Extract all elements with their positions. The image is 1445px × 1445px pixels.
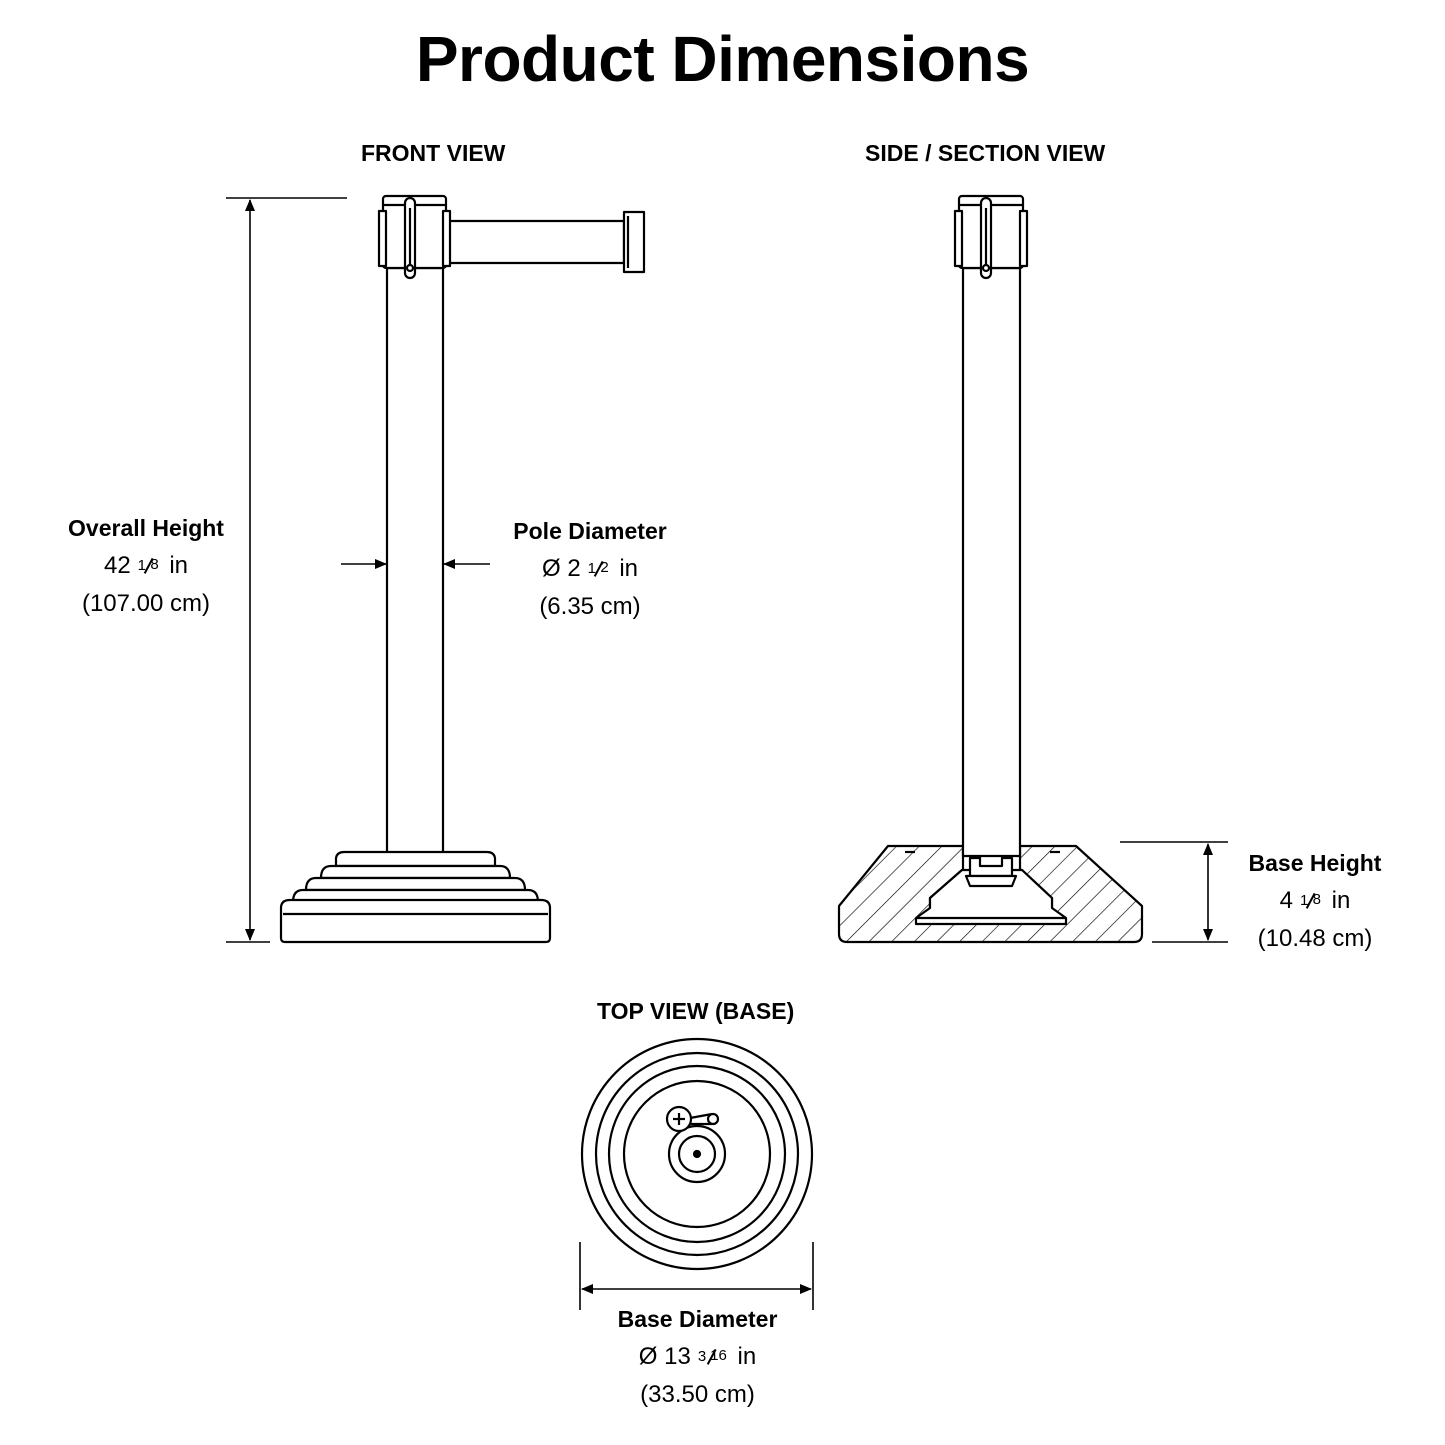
base-height-label: Base Height [1248, 850, 1382, 876]
overall-height-metric: (107.00 cm) [81, 590, 211, 617]
base-diameter-whole: 13 [664, 1343, 691, 1370]
base-tier-1 [334, 850, 497, 868]
page-title: Product Dimensions [415, 23, 1030, 95]
overall-height-unit: in [169, 552, 189, 579]
side-post [961, 266, 1022, 858]
base-bottom [279, 898, 552, 944]
base-diameter-metric: (33.50 cm) [640, 1381, 755, 1408]
top-view-base [580, 1037, 814, 1271]
pole-diameter-label: Pole Diameter [513, 518, 667, 544]
base-diameter-unit: in [737, 1343, 757, 1370]
pole-diameter-unit: in [619, 555, 639, 582]
front-post [385, 266, 445, 855]
base-diameter-label: Base Diameter [617, 1306, 778, 1332]
diameter-symbol: Ø [541, 555, 561, 582]
front-view-label: FRONT VIEW [361, 140, 506, 166]
base-height-unit: in [1331, 887, 1351, 914]
side-view-stanchion [837, 194, 1144, 944]
top-view-label: TOP VIEW (BASE) [597, 998, 795, 1024]
base-height-metric: (10.48 cm) [1257, 925, 1373, 952]
pole-diameter-whole: 2 [567, 555, 581, 582]
front-view-stanchion [279, 194, 646, 944]
base-tier-2 [319, 864, 512, 880]
overall-height-label: Overall Height [68, 515, 224, 541]
belt-tape [444, 219, 626, 265]
diameter-symbol: Ø [638, 1343, 658, 1370]
pole-diameter-metric: (6.35 cm) [539, 593, 641, 620]
base-height-whole: 4 [1279, 887, 1293, 914]
side-view-label: SIDE / SECTION VIEW [865, 140, 1106, 166]
overall-height-whole: 42 [103, 552, 131, 579]
base-tier-3 [304, 876, 527, 892]
